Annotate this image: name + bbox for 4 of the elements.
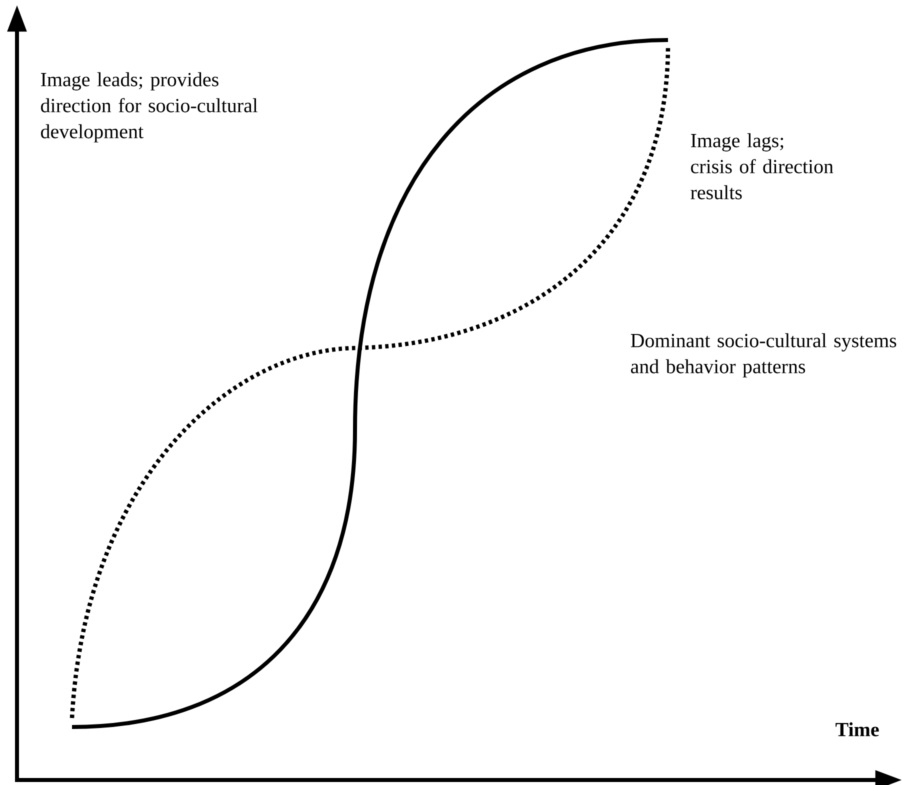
text-label: Image leads; provides direction for socio-cultural development: [41, 72, 258, 142]
text-label: Image lags; crisis of direction results: [690, 133, 834, 200]
text-label: Time: [836, 722, 879, 736]
text-label: Dominant socio-cultural systems and behavior patterns: [630, 333, 896, 378]
